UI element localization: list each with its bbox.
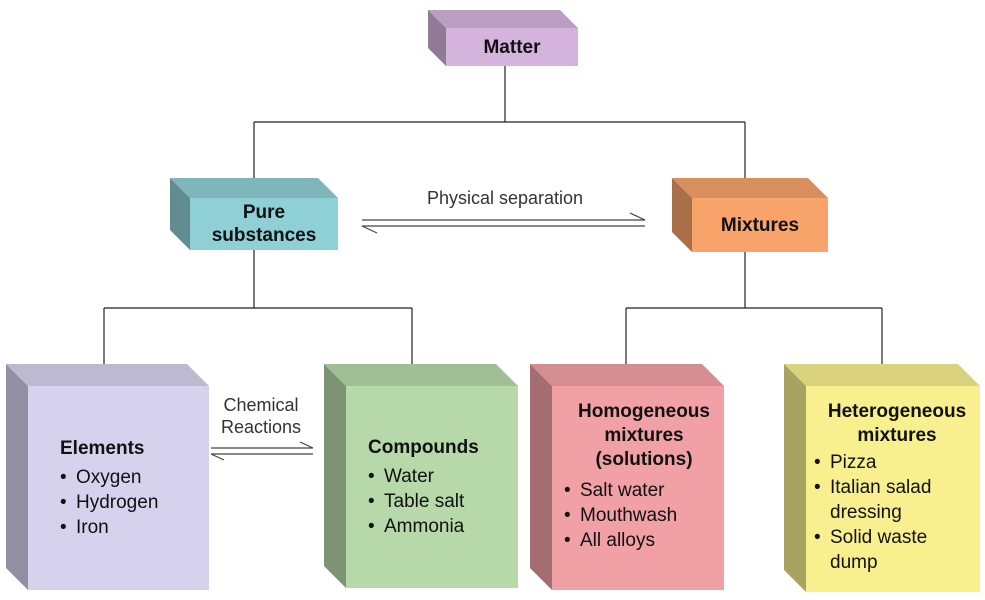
box-top-bevel [530, 364, 724, 386]
box-top-bevel [672, 178, 828, 198]
connector-pure-to-level2 [103, 250, 413, 368]
homogeneous-mixtures-node: Homogeneous mixtures (solutions) •Salt w… [530, 364, 724, 590]
list-item: •Iron [60, 516, 109, 538]
list-item: •Solid waste dump [814, 527, 928, 573]
homogeneous-mixtures-title: Homogeneous mixtures (solutions) [578, 401, 710, 470]
homogeneous-mixtures-list: •Salt water •Mouthwash •All alloys [564, 478, 677, 553]
box-front-face [446, 28, 578, 66]
box-top-bevel [170, 178, 338, 198]
physical-separation-arrows [361, 212, 646, 234]
box-shape [672, 178, 828, 252]
box-top-bevel [324, 364, 518, 386]
box-side-bevel [170, 178, 190, 250]
list-item: •All alloys [564, 530, 655, 551]
box-top-bevel [428, 10, 578, 28]
list-item: •Mouthwash [564, 505, 678, 526]
elements-list: •Oxygen •Hydrogen •Iron [60, 465, 158, 540]
list-item: •Pizza [814, 452, 877, 473]
box-side-bevel [530, 364, 552, 590]
matter-node: Matter [428, 10, 578, 66]
chemical-reactions-label: Chemical Reactions [220, 395, 302, 437]
heterogeneous-mixtures-node: Heterogeneous mixtures •Pizza •Italian s… [784, 364, 980, 592]
box-front-face [552, 386, 724, 590]
heterogeneous-mixtures-title: Heterogeneous mixtures [827, 401, 967, 446]
list-item: •Ammonia [368, 515, 465, 537]
compounds-title: Compounds [368, 436, 479, 458]
box-shape [324, 364, 518, 588]
box-top-bevel [6, 364, 209, 386]
list-item: •Water [368, 465, 434, 487]
chemical-reaction-arrows [210, 441, 314, 461]
list-item: •Hydrogen [60, 491, 159, 513]
pure-substances-title: Pure substances [211, 202, 317, 246]
box-front-face [806, 386, 980, 592]
matter-title: Matter [483, 36, 541, 58]
compounds-node: Compounds •Water •Table salt •Ammonia [324, 364, 518, 588]
box-front-face [692, 198, 828, 252]
mixtures-title: Mixtures [720, 214, 800, 236]
heterogeneous-mixtures-list: •Pizza •Italian salad dressing •Solid wa… [814, 450, 964, 575]
box-shape [428, 10, 578, 66]
compounds-list: •Water •Table salt •Ammonia [368, 464, 464, 539]
pure-substances-node: Pure substances [170, 178, 338, 250]
box-shape [530, 364, 724, 590]
list-item: •Salt water [564, 480, 665, 501]
physical-separation-label: Physical separation [426, 188, 584, 208]
box-shape [784, 364, 980, 592]
box-side-bevel [324, 364, 346, 588]
box-shape [170, 178, 338, 250]
box-top-bevel [784, 364, 980, 386]
elements-title: Elements [60, 437, 145, 459]
box-side-bevel [672, 178, 692, 252]
connector-matter-to-level1 [253, 66, 746, 182]
box-front-face [28, 386, 209, 590]
box-front-face [190, 198, 338, 250]
box-side-bevel [6, 364, 28, 590]
box-side-bevel [428, 10, 446, 66]
list-item: •Oxygen [60, 466, 142, 488]
box-front-face [346, 386, 518, 588]
list-item: •Table salt [368, 490, 465, 512]
connector-mixtures-to-level2 [625, 252, 883, 368]
box-shape [6, 364, 209, 590]
list-item: •Italian salad dressing [814, 477, 932, 523]
mixtures-node: Mixtures [672, 178, 828, 252]
elements-node: Elements •Oxygen •Hydrogen •Iron [6, 364, 209, 590]
box-side-bevel [784, 364, 806, 592]
